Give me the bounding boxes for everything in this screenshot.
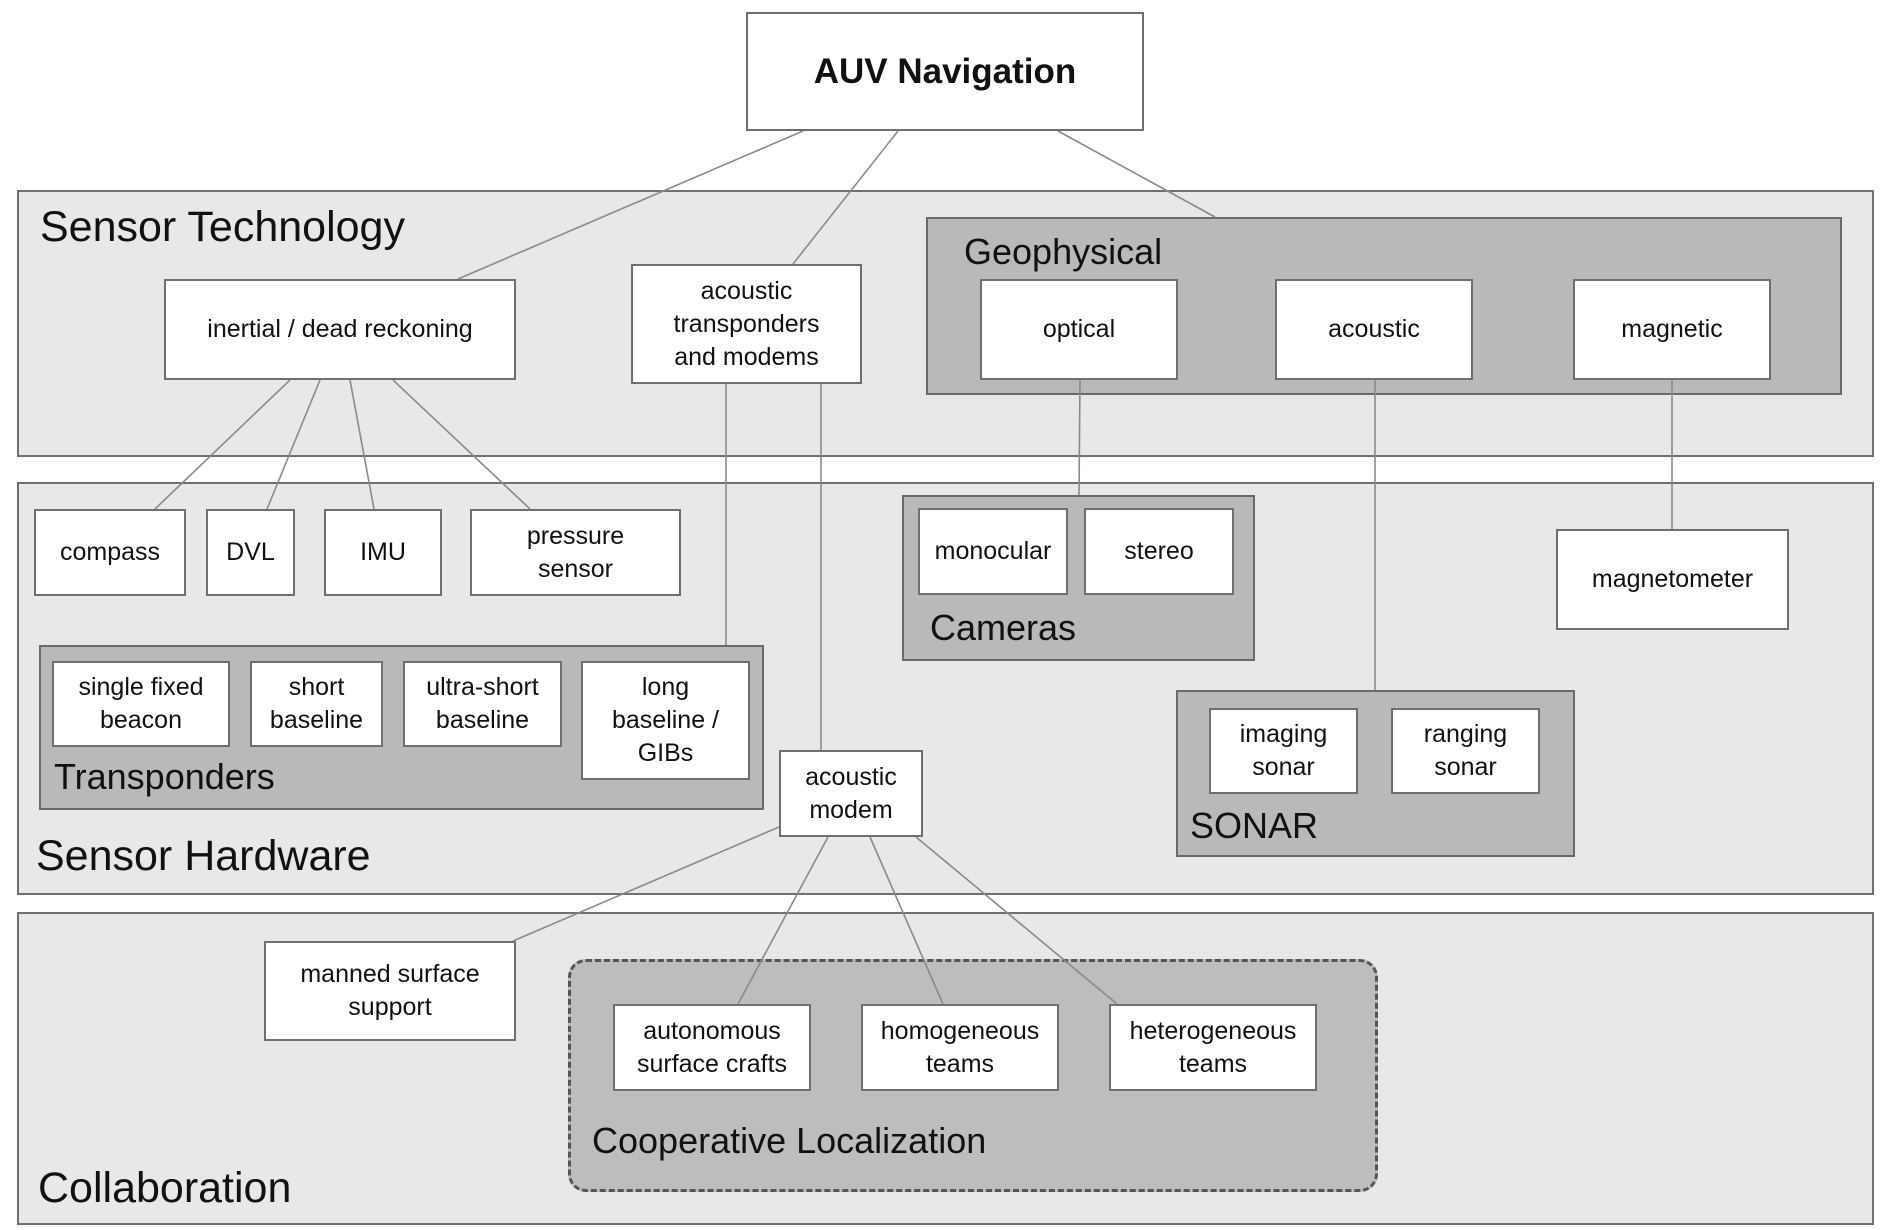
collaboration-label: Collaboration — [38, 1164, 292, 1212]
node-ranging-sonar: ranging sonar — [1391, 708, 1540, 794]
geophysical-label: Geophysical — [964, 231, 1163, 272]
transponders-label: Transponders — [54, 756, 275, 797]
node-short-baseline: short baseline — [250, 661, 383, 747]
node-homogeneous-teams: homogeneous teams — [861, 1004, 1059, 1091]
node-acoustic-modem: acoustic modem — [779, 750, 923, 837]
node-magnetic: magnetic — [1573, 279, 1771, 380]
root-node: AUV Navigation — [746, 12, 1144, 131]
node-long-baseline-gibs: long baseline / GIBs — [581, 661, 750, 780]
node-acoustic-transponders-and-modems: acoustic transponders and modems — [631, 264, 862, 384]
node-heterogeneous-teams: heterogeneous teams — [1109, 1004, 1317, 1091]
sonar-label: SONAR — [1190, 805, 1319, 846]
sensor-technology-label: Sensor Technology — [40, 203, 405, 251]
node-inertial-dead-reckoning: inertial / dead reckoning — [164, 279, 516, 380]
node-imaging-sonar: imaging sonar — [1209, 708, 1358, 794]
node-single-fixed-beacon: single fixed beacon — [52, 661, 230, 747]
node-autonomous-surface-crafts: autonomous surface crafts — [613, 1004, 811, 1091]
node-compass: compass — [34, 509, 186, 596]
node-acoustic: acoustic — [1275, 279, 1473, 380]
node-pressure-sensor: pressure sensor — [470, 509, 681, 596]
node-magnetometer: magnetometer — [1556, 529, 1789, 630]
node-dvl: DVL — [206, 509, 295, 596]
sensor-hardware-label: Sensor Hardware — [36, 832, 371, 880]
node-manned-surface-support: manned surface support — [264, 941, 516, 1041]
cooperative-localization-label: Cooperative Localization — [592, 1120, 987, 1161]
node-stereo: stereo — [1084, 508, 1234, 595]
node-ultra-short-baseline: ultra-short baseline — [403, 661, 562, 747]
node-monocular: monocular — [918, 508, 1068, 595]
node-optical: optical — [980, 279, 1178, 380]
node-imu: IMU — [324, 509, 442, 596]
cameras-label: Cameras — [930, 607, 1077, 648]
